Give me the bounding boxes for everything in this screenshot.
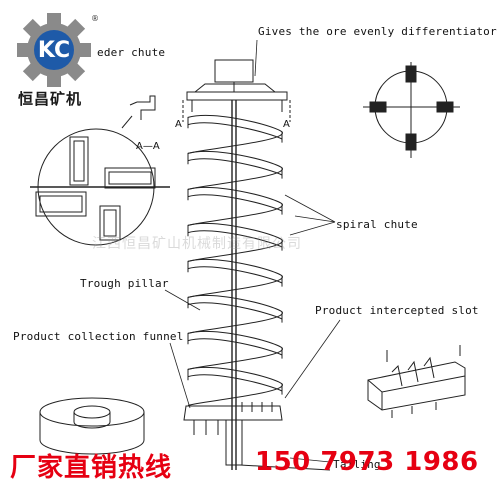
spiral-turn-back <box>187 311 283 334</box>
spiral-turn <box>187 150 283 176</box>
watermark-text: 江西恒昌矿山机械制造有限公司 <box>92 236 302 252</box>
differentiator-view <box>363 62 460 158</box>
spiral-turn <box>187 114 283 140</box>
spiral-turn <box>187 330 283 356</box>
leader-lines <box>164 39 341 463</box>
logo-gear-icon: KC <box>17 13 91 87</box>
label-product-intercepted-slot: Product intercepted slot <box>315 304 479 317</box>
spiral-turn-back <box>187 203 283 226</box>
spiral-turns <box>187 114 283 406</box>
label-spiral-chute: spiral chute <box>336 218 418 231</box>
spiral-column <box>182 59 331 471</box>
label-feeder-chute: eder chute <box>97 46 166 59</box>
spiral-turn-back <box>187 347 283 370</box>
cross-section-view <box>30 95 170 246</box>
label-differentiator: Gives the ore evenly differentiator <box>258 25 497 38</box>
spiral-turn-back <box>187 383 283 406</box>
spiral-turn-back <box>187 167 283 190</box>
label-section-a-left: A <box>175 119 182 130</box>
collection-funnel-view <box>39 397 145 455</box>
spiral-turn <box>187 294 283 320</box>
spiral-turn <box>187 366 283 392</box>
label-section-a-right: A <box>283 119 290 130</box>
spiral-turn-back <box>187 131 283 154</box>
footer-hotline: 厂家直销热线 <box>10 453 173 483</box>
registered-mark: ® <box>91 14 99 23</box>
feed-box <box>214 59 254 83</box>
intercepted-slot-view <box>367 345 466 418</box>
label-tailings: Tailing <box>333 458 381 471</box>
logo-letters: KC <box>38 38 70 63</box>
company-name-cn: 恒昌矿机 <box>18 90 83 108</box>
spiral-turn <box>187 186 283 212</box>
spiral-turn <box>187 258 283 284</box>
spiral-turn-back <box>187 275 283 298</box>
footer-phone-number: 150 7973 1986 <box>255 447 479 477</box>
label-product-collection-funnel: Product collection funnel <box>13 330 184 343</box>
label-trough-pillar: Trough pillar <box>80 277 169 290</box>
label-section-aa: A—A <box>136 141 160 152</box>
